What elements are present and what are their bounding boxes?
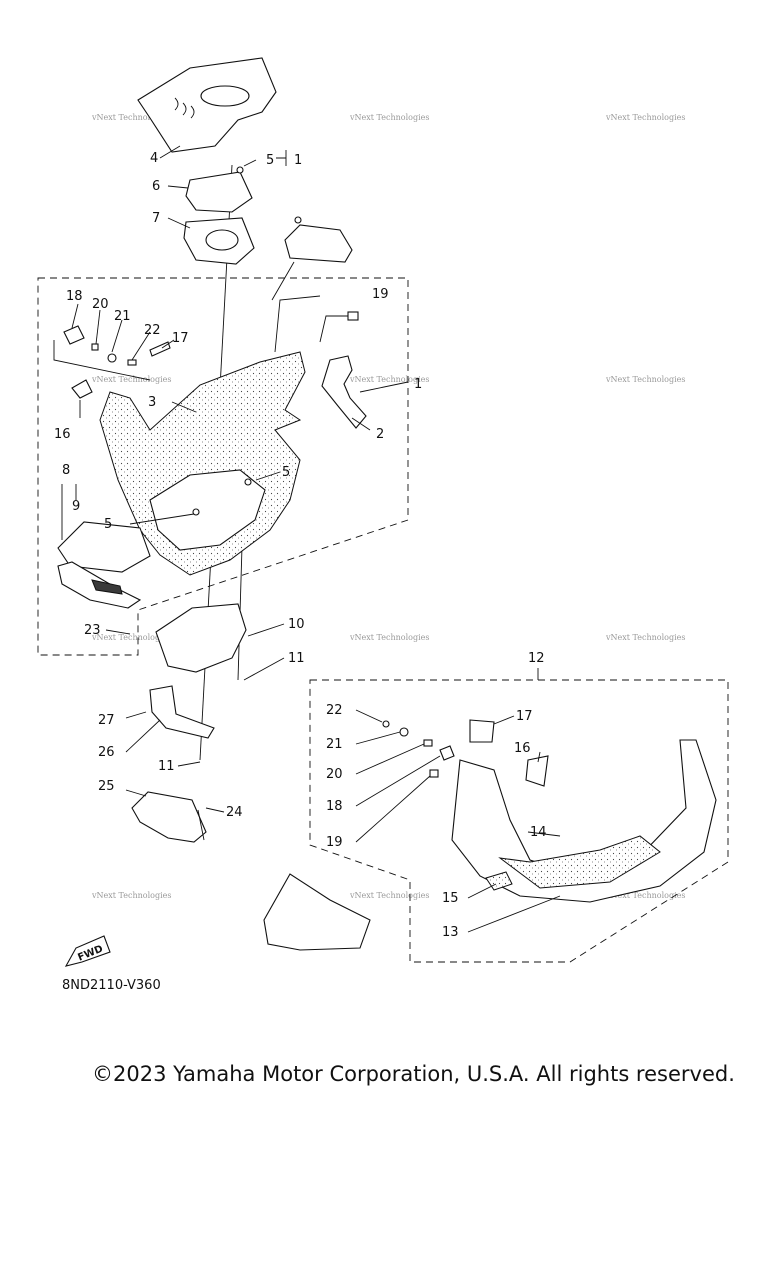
watermark: vNext Technologies [91,113,171,122]
watermark: vNext Technologies [349,633,429,642]
watermark-group: vNext Technologies vNext Technologies vN… [91,113,685,900]
part-17-screw [469,719,495,743]
part-22-screw [127,359,137,366]
part-4-top-panel [137,57,277,153]
callout-7: 7 [152,211,160,226]
callout-19: 19 [326,835,343,850]
part-5-nut [192,508,200,516]
callout-22: 22 [326,703,343,718]
part-18-grommet [439,745,455,761]
part-19-clip [347,311,359,321]
callout-11: 11 [288,651,305,666]
callout-11: 11 [158,759,175,774]
part-8-dark-strip [91,579,123,595]
copyright-notice: ©2023 Yamaha Motor Corporation, U.S.A. A… [92,1062,735,1086]
callout-25: 25 [98,779,115,794]
callout-21: 21 [114,309,131,324]
part-10-bottom-panel [155,603,247,673]
callout-9: 9 [72,499,80,514]
callout-18: 18 [326,799,343,814]
callout-10: 10 [288,617,305,632]
watermark: vNext Technologies [605,891,685,900]
callout-12: 12 [528,651,545,666]
watermark: vNext Technologies [605,375,685,384]
part-4-texture [174,97,195,119]
lower-bracket [263,873,371,951]
part-17-screw [149,341,171,357]
part-24-bolt [197,809,205,841]
part-5-nut [236,166,244,174]
watermark: vNext Technologies [349,891,429,900]
callout-23: 23 [84,623,101,638]
watermark: vNext Technologies [91,375,171,384]
callout-labels: 4 6 7 5 1 19 1 3 2 5 5 18 20 21 22 17 16… [54,151,547,940]
part-6-frame [185,171,253,213]
watermark: vNext Technologies [91,891,171,900]
part-14-inner-mat [498,835,661,889]
fwd-arrow-icon: FWD [64,935,111,967]
callout-3: 3 [148,395,156,410]
callout-19: 19 [372,287,389,302]
leader-lines [53,145,561,933]
part-16-fastener [71,379,93,399]
part-7-opening [205,229,239,251]
callout-4: 4 [150,151,158,166]
part-21-washer [107,353,117,363]
part-4-opening [200,85,250,107]
part-25-undercover [131,791,207,843]
diagram-code: 8ND2110-V360 [62,978,161,993]
callout-21: 21 [326,737,343,752]
part-16-fastener [525,755,549,787]
callout-8: 8 [62,463,70,478]
callout-2: 2 [376,427,384,442]
part-5-nut [244,478,252,486]
part-26-bracket [149,685,215,739]
watermark: vNext Technologies [605,113,685,122]
part-2-clip [321,355,367,429]
watermark: vNext Technologies [349,113,429,122]
callout-5: 5 [282,465,290,480]
part-19-clip [429,769,439,778]
callout-16: 16 [514,741,531,756]
callout-16: 16 [54,427,71,442]
callout-17: 17 [516,709,533,724]
callout-13: 13 [442,925,459,940]
callout-22: 22 [144,323,161,338]
callout-27: 27 [98,713,115,728]
callout-18: 18 [66,289,83,304]
callout-5: 5 [266,153,274,168]
watermark: vNext Technologies [91,633,171,642]
watermark: vNext Technologies [605,633,685,642]
callout-26: 26 [98,745,115,760]
callout-14: 14 [530,825,547,840]
part-22-screw [382,720,390,728]
callout-1: 1 [294,153,302,168]
assembly-12-boundary [309,679,729,963]
callout-5: 5 [104,517,112,532]
callout-24: 24 [226,805,243,820]
bracket-bolt [294,216,302,224]
part-20-collar [91,343,99,351]
watermark: vNext Technologies [349,375,429,384]
part-18-grommet [63,325,85,345]
upper-bracket [284,224,353,263]
parts-diagram: vNext Technologies vNext Technologies vN… [37,57,729,967]
part-21-washer [399,727,409,737]
part-20-collar [423,739,433,747]
callout-17: 17 [172,331,189,346]
part-3-inner-panel [149,469,266,551]
callout-15: 15 [442,891,459,906]
callout-20: 20 [92,297,109,312]
callout-6: 6 [152,179,160,194]
callout-20: 20 [326,767,343,782]
callout-1: 1 [414,377,422,392]
